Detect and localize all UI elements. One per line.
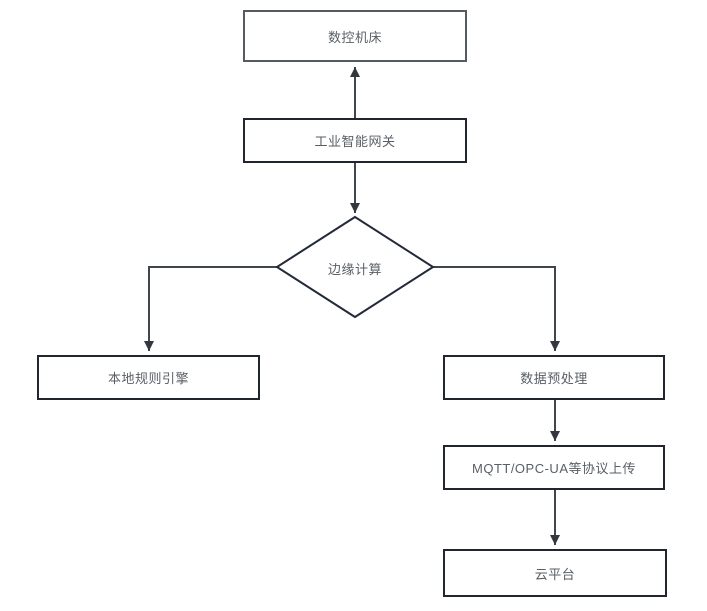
node-data-preprocessing: 数据预处理 (443, 355, 665, 400)
node-cnc-machine-label: 数控机床 (327, 29, 382, 45)
node-cnc-machine: 数控机床 (243, 10, 467, 62)
node-cloud-platform-label: 云平台 (534, 566, 576, 582)
node-cloud-platform: 云平台 (443, 549, 667, 597)
node-edge-computing-label: 边缘计算 (327, 262, 382, 277)
edge-edge-computing-to-preprocess (433, 266, 560, 351)
node-local-rule-engine: 本地规则引擎 (37, 355, 260, 400)
node-protocol-upload: MQTT/OPC-UA等协议上传 (443, 445, 665, 490)
node-protocol-upload-label: MQTT/OPC-UA等协议上传 (472, 461, 636, 476)
node-data-preprocessing-label: 数据预处理 (520, 371, 588, 386)
node-industrial-gateway-label: 工业智能网关 (314, 134, 396, 149)
node-edge-computing-shape (275, 215, 435, 319)
node-local-rule-engine-label: 本地规则引擎 (107, 371, 189, 386)
node-industrial-gateway: 工业智能网关 (243, 118, 467, 163)
edge-edge-computing-to-local-rules (144, 266, 277, 351)
